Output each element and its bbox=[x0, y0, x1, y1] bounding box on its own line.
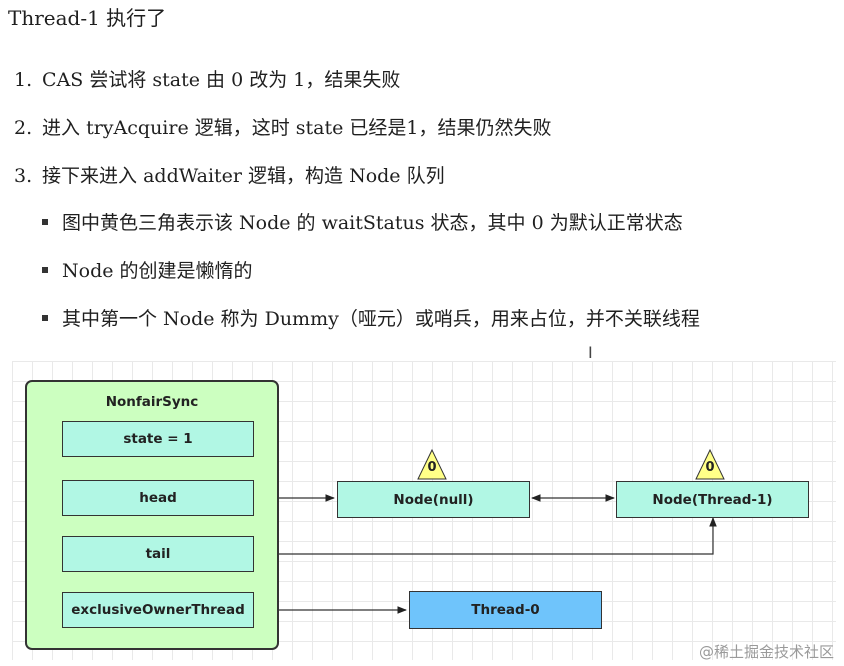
bullet-icon bbox=[42, 267, 48, 273]
list-text: CAS 尝试将 state 由 0 改为 1，结果失败 bbox=[42, 69, 401, 91]
aqs-diagram: NonfairSync state = 1 head tail exclusiv… bbox=[12, 361, 836, 660]
list-item: 2. 进入 tryAcquire 逻辑，这时 state 已经是1，结果仍然失败 bbox=[14, 114, 552, 142]
text-cursor-icon: I bbox=[588, 343, 593, 362]
wait-status-triangle-icon bbox=[417, 448, 447, 480]
thread-0-box: Thread-0 bbox=[409, 591, 602, 629]
node-null: Node(null) bbox=[337, 481, 530, 518]
wait-status-label: 0 bbox=[705, 460, 715, 475]
list-number: 2. bbox=[14, 117, 33, 139]
tail-to-node-arrow bbox=[255, 517, 717, 558]
watermark: @稀土掘金技术社区 bbox=[698, 643, 834, 661]
state-field: state = 1 bbox=[62, 421, 254, 457]
list-number: 3. bbox=[14, 165, 33, 187]
node-thread-1: Node(Thread-1) bbox=[616, 481, 809, 518]
page-title: Thread-1 执行了 bbox=[8, 6, 167, 30]
diagram-connectors bbox=[254, 448, 725, 614]
tail-field: tail bbox=[62, 536, 254, 572]
list-item: 3. 接下来进入 addWaiter 逻辑，构造 Node 队列 bbox=[14, 162, 445, 190]
bullet-text: 图中黄色三角表示该 Node 的 waitStatus 状态，其中 0 为默认正… bbox=[62, 212, 683, 234]
list-text: 接下来进入 addWaiter 逻辑，构造 Node 队列 bbox=[42, 165, 445, 187]
bullet-text: 其中第一个 Node 称为 Dummy（哑元）或哨兵，用来占位，并不关联线程 bbox=[62, 308, 700, 330]
bullet-item: 其中第一个 Node 称为 Dummy（哑元）或哨兵，用来占位，并不关联线程 bbox=[42, 305, 700, 333]
exclusive-owner-field: exclusiveOwnerThread bbox=[62, 592, 254, 628]
list-text: 进入 tryAcquire 逻辑，这时 state 已经是1，结果仍然失败 bbox=[42, 117, 552, 139]
bullet-icon bbox=[42, 219, 48, 225]
wait-status-label: 0 bbox=[427, 460, 437, 475]
container-label: NonfairSync bbox=[105, 394, 199, 410]
bullet-text: Node 的创建是懒惰的 bbox=[62, 260, 253, 282]
bullet-icon bbox=[42, 315, 48, 321]
wait-status-triangle-icon bbox=[695, 448, 725, 480]
head-field: head bbox=[62, 480, 254, 516]
bullet-item: Node 的创建是懒惰的 bbox=[42, 257, 253, 285]
bullet-item: 图中黄色三角表示该 Node 的 waitStatus 状态，其中 0 为默认正… bbox=[42, 209, 683, 237]
list-item: 1. CAS 尝试将 state 由 0 改为 1，结果失败 bbox=[14, 66, 400, 94]
list-number: 1. bbox=[14, 69, 33, 91]
